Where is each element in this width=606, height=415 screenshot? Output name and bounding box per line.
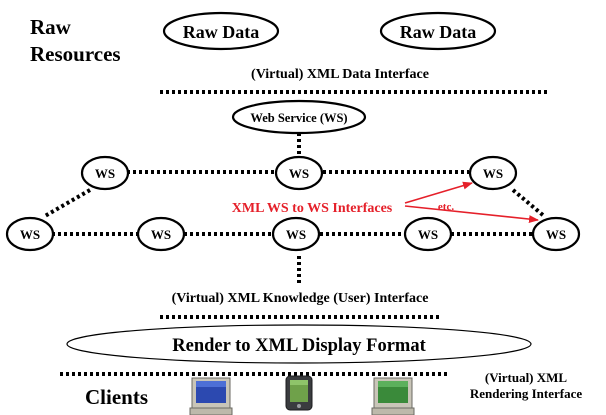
clients-label: Clients <box>85 385 148 409</box>
desktop-computer-icon <box>189 377 233 415</box>
rendering-interface-label-line1: (Virtual) XML <box>485 370 568 385</box>
raw-resources-label-line1: Raw <box>30 15 72 39</box>
web-service-main-label: Web Service (WS) <box>250 111 347 125</box>
raw-data-source-1: Raw Data <box>162 11 280 51</box>
raw-data-label-1: Raw Data <box>183 22 260 42</box>
raw-data-ellipse-2 <box>379 11 497 51</box>
ws-node: WS <box>274 155 324 191</box>
ws-node: WS <box>80 155 130 191</box>
ws-node-ellipse <box>403 216 453 252</box>
ws-node-ellipse <box>531 216 581 252</box>
raw-data-label-2: Raw Data <box>400 22 477 42</box>
ws-node-label: WS <box>151 227 171 242</box>
ws-node-ellipse <box>274 155 324 191</box>
ws-node: WS <box>403 216 453 252</box>
render-format-label: Render to XML Display Format <box>172 336 426 356</box>
ws-node-label: WS <box>286 227 306 242</box>
ws-node-label: WS <box>289 166 309 181</box>
red-arrow-to-ws-upper <box>404 181 473 204</box>
render-format-ellipse <box>66 324 532 364</box>
ws-node: WS <box>531 216 581 252</box>
ws-node-ellipse <box>468 155 518 191</box>
desktop-computer-icon <box>371 377 415 415</box>
ws-node-ellipse <box>80 155 130 191</box>
ws-connector-diag-right <box>511 188 546 218</box>
ws-node-label: WS <box>483 166 503 181</box>
ws-to-ws-interfaces-label: XML WS to WS Interfaces <box>232 201 393 216</box>
ws-node-label: WS <box>95 166 115 181</box>
ws-node: WS <box>136 216 186 252</box>
rendering-interface-label-line2: Rendering Interface <box>470 386 583 401</box>
raw-data-ellipse-1 <box>162 11 280 51</box>
ws-node: WS <box>468 155 518 191</box>
ws-node-ellipse <box>5 216 55 252</box>
ws-node-label: WS <box>20 227 40 242</box>
ws-to-ws-etc-label: etc. <box>438 201 454 213</box>
ws-network-connectors <box>43 133 546 284</box>
raw-resources-label-line2: Resources <box>30 42 121 66</box>
ws-node-ellipse <box>271 216 321 252</box>
raw-data-source-2: Raw Data <box>379 11 497 51</box>
xml-data-interface-label: (Virtual) XML Data Interface <box>251 67 429 82</box>
ws-node-ellipse <box>136 216 186 252</box>
knowledge-user-interface-label: (Virtual) XML Knowledge (User) Interface <box>172 291 429 306</box>
red-arrow-to-ws-lower <box>404 205 539 224</box>
handheld-device-icon <box>285 375 313 411</box>
ws-node: WS <box>5 216 55 252</box>
ws-connector-diag-left <box>43 188 92 218</box>
ws-node-label: WS <box>546 227 566 242</box>
ws-node: WS <box>271 216 321 252</box>
ws-node-label: WS <box>418 227 438 242</box>
